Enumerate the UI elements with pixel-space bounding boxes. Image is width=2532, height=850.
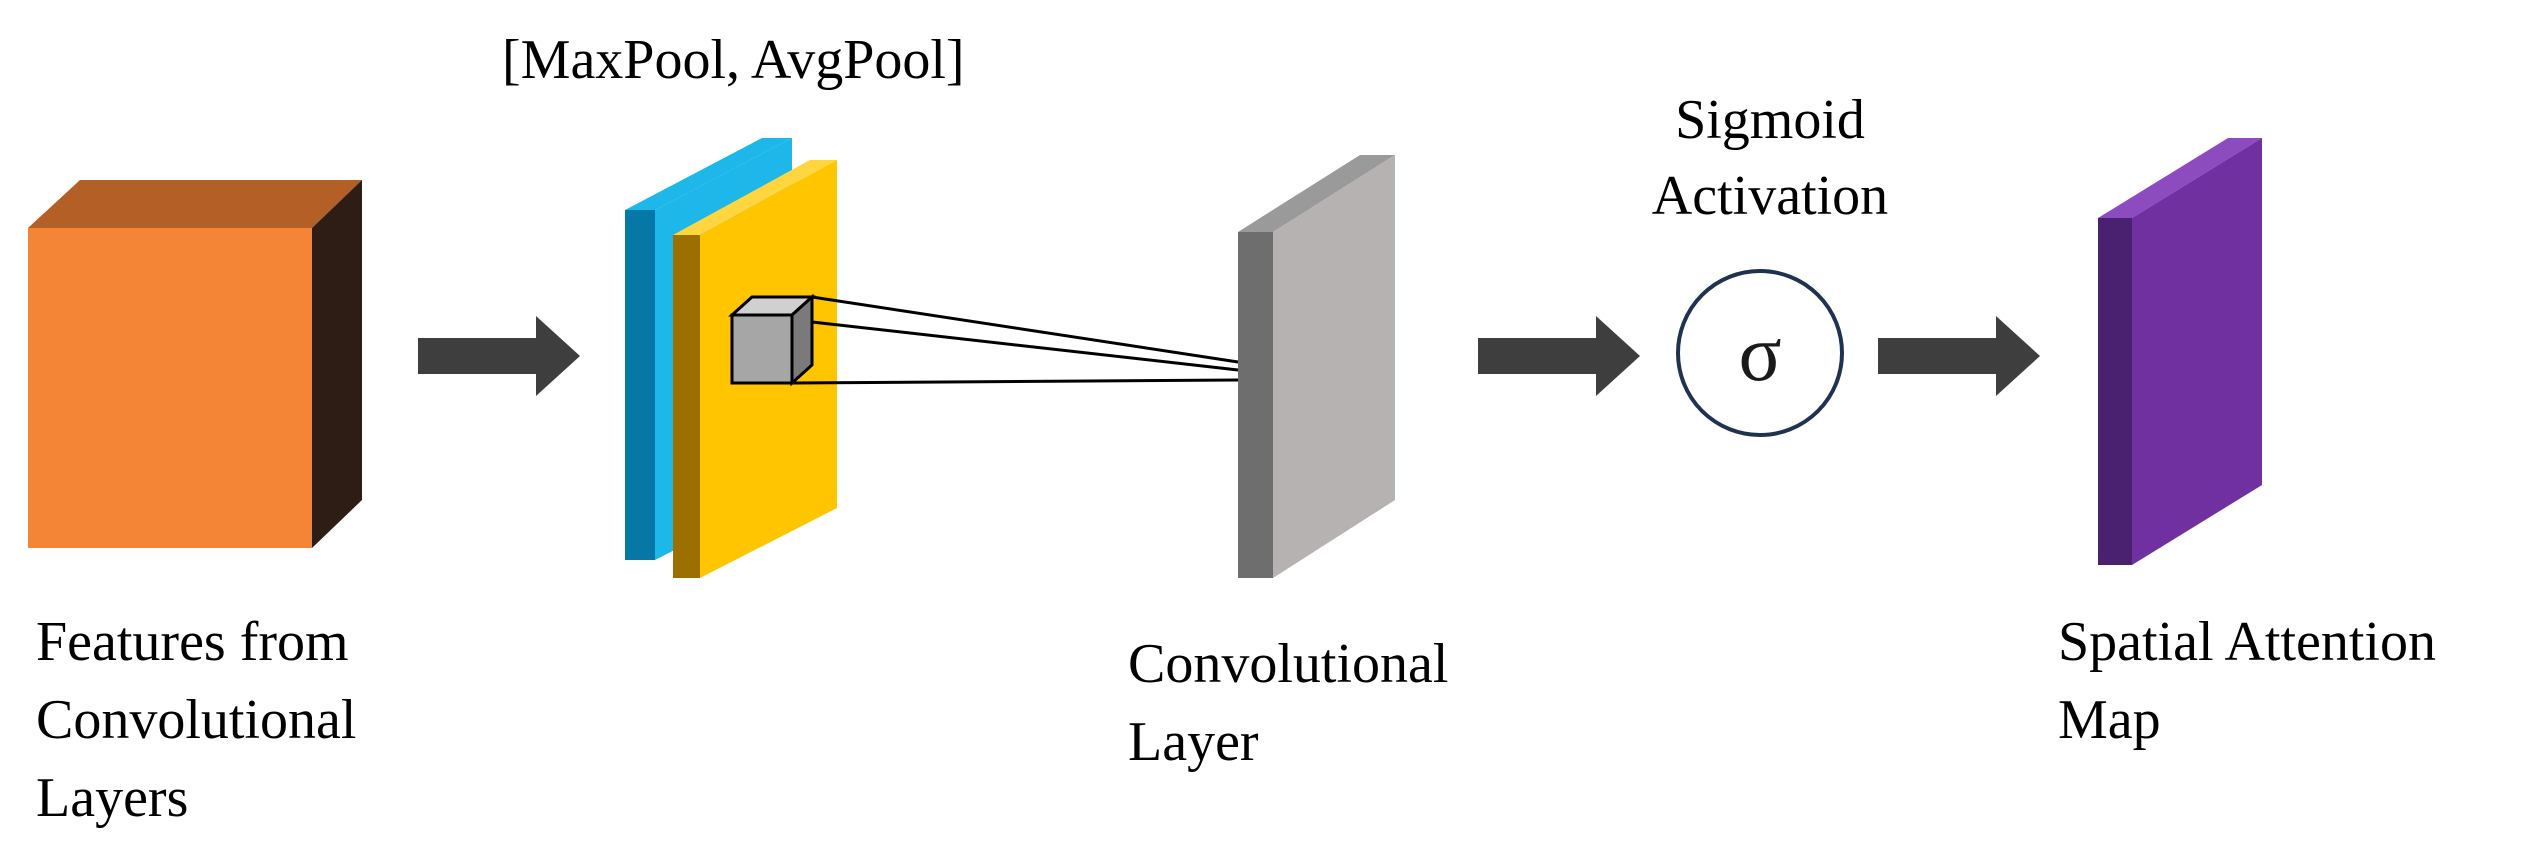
sigmoid-circle [1676,269,1844,437]
conv-label-line-1: Convolutional [1128,633,1448,695]
input-label-line-1: Features from [36,611,349,673]
output-label-line-1: Spatial Attention [2058,611,2436,673]
pooled-feature-maps [625,138,1239,578]
avgpool-map-side-strip [673,235,700,578]
right-arrow-icon [1878,316,2040,396]
output-slab-top [2098,138,2262,218]
input-cube-top [28,180,362,228]
output-slab-front [2132,138,2262,565]
conv-label-line-2: Layer [1128,711,1259,773]
right-arrow-icon [418,316,580,396]
input-cube-side [312,180,362,548]
output-label: Spatial Attention Map [2058,611,2436,751]
spatial-attention-map-slab [2098,138,2262,565]
conv-label: Convolutional Layer [1128,633,1448,773]
kernel-cube [728,293,816,387]
activation-label: Sigmoid Activation [1652,89,1888,227]
maxpool-map-front [625,210,655,560]
pooling-label: [MaxPool, AvgPool] [502,29,965,91]
input-cube-front [28,228,312,548]
convolutional-layer-slab [1238,155,1395,578]
activation-label-line-1: Sigmoid [1675,89,1865,151]
conv-slab-top [1238,155,1395,232]
output-label-line-2: Map [2058,689,2161,751]
sigma-icon: σ [1738,310,1781,398]
avgpool-map-top [673,160,837,235]
output-slab-side [2098,218,2132,565]
maxpool-map-top [625,138,792,210]
kernel-projection-lines [791,295,1239,385]
right-arrow-icon [1478,316,1640,396]
activation-label-line-2: Activation [1652,165,1888,227]
input-label-line-3: Layers [36,767,188,829]
input-label: Features from Convolutional Layers [36,611,356,829]
sigmoid-node: σ [1676,269,1844,437]
input-label-line-2: Convolutional [36,689,356,751]
conv-slab-side [1238,232,1273,578]
input-feature-cube [28,180,362,548]
conv-slab-front [1273,155,1395,578]
